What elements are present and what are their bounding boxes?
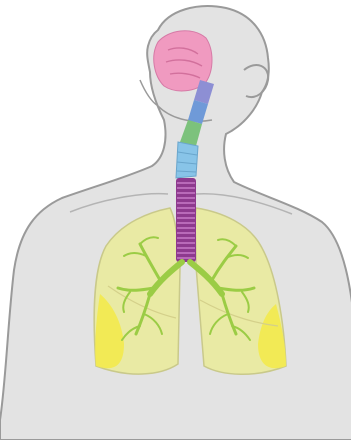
trachea-icon	[176, 178, 196, 262]
larynx	[176, 142, 198, 178]
trachea-tube	[176, 178, 196, 262]
larynx-body	[176, 142, 198, 178]
